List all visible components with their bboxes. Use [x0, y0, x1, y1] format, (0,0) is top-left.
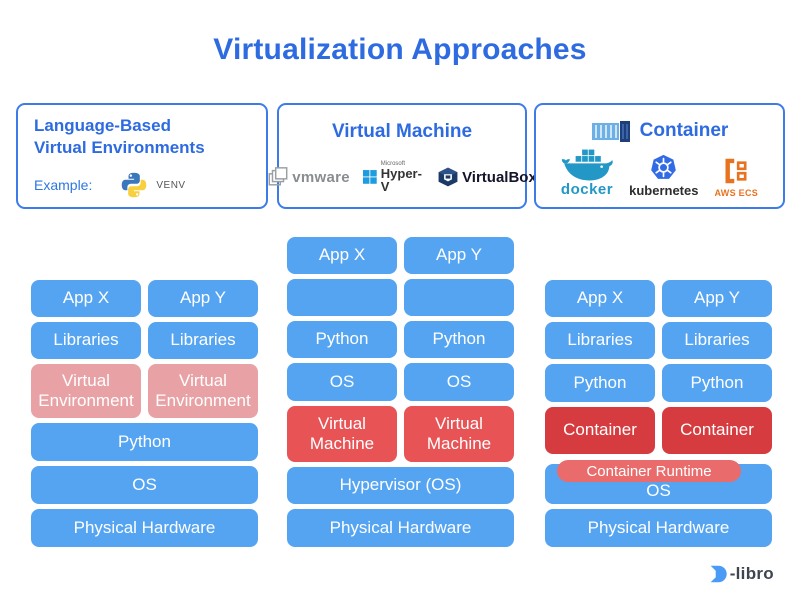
container-stack-box-python-1: Python — [545, 364, 655, 402]
card-language-based-title-line2: Virtual Environments — [34, 137, 205, 157]
docker-logo: docker — [561, 147, 613, 198]
card-language-based-title-line1: Language-Based — [34, 116, 171, 135]
card-language-based: Language-Based Virtual Environments Exam… — [16, 103, 268, 209]
virtualbox-logo: VirtualBox — [437, 166, 537, 188]
kubernetes-logo: kubernetes — [629, 154, 698, 198]
vmware-logo: vmware — [267, 166, 350, 188]
vm-stack-box-virtual-machine-1: Virtual Machine — [287, 406, 397, 462]
container-stack-box-container-2: Container — [662, 407, 772, 454]
hyperv-label: Hyper-V — [380, 166, 422, 194]
container-stack-box-libraries-1: Libraries — [545, 322, 655, 359]
vm-logo-row: vmware Microsoft Hyper-V — [268, 161, 537, 193]
lang-stack-box-appy: App Y — [148, 280, 258, 317]
lang-stack-box-libraries-2: Libraries — [148, 322, 258, 359]
page-title: Virtualization Approaches — [213, 33, 587, 66]
vm-stack-box-empty-2 — [404, 279, 514, 316]
container-runtime-pill: Container Runtime — [557, 460, 741, 482]
lang-stack-box-python: Python — [31, 423, 258, 461]
brand-wordmark: -libro — [729, 564, 774, 583]
shipping-container-icon — [591, 121, 630, 142]
vm-stack-box-empty-1 — [287, 279, 397, 316]
vm-stack-box-hypervisor: Hypervisor (OS) — [287, 467, 514, 504]
container-stack-box-physical-hardware: Physical Hardware — [545, 509, 772, 547]
card-virtual-machine-title: Virtual Machine — [331, 121, 473, 142]
microsoft-label: Microsoft — [380, 161, 406, 167]
lang-stack-box-virtual-environment-1: Virtual Environment — [31, 364, 141, 418]
python-icon — [122, 172, 147, 198]
container-stack-box-libraries-2: Libraries — [662, 322, 772, 359]
card-container: Container docker — [534, 103, 785, 209]
aws-ecs-wordmark: AWS ECS — [714, 188, 759, 198]
lang-stack-box-virtual-environment-2: Virtual Environment — [148, 364, 258, 418]
vm-stack-box-appy: App Y — [404, 237, 514, 274]
container-stack-box-appx: App X — [545, 280, 655, 317]
container-logo-row: docker kubernetes — [536, 147, 783, 198]
hyperv-wordmark: Microsoft Hyper-V — [381, 161, 424, 193]
virtualbox-wordmark: VirtualBox — [462, 168, 537, 186]
lang-stack-box-physical-hardware: Physical Hardware — [31, 509, 258, 547]
container-stack-box-python-2: Python — [662, 364, 772, 402]
vm-stack-box-os-2: OS — [404, 363, 514, 401]
container-stack-box-appy: App Y — [662, 280, 772, 317]
lang-stack-box-appx: App X — [31, 280, 141, 317]
docker-wordmark: docker — [560, 181, 614, 198]
vm-stack-box-physical-hardware: Physical Hardware — [287, 509, 514, 547]
card-container-heading: Container — [536, 119, 783, 143]
windows-icon — [362, 170, 377, 184]
brand-logo: -libro — [707, 563, 774, 585]
card-container-title: Container — [639, 120, 729, 141]
vm-stack-box-virtual-machine-2: Virtual Machine — [404, 406, 514, 462]
lang-stack-box-libraries-1: Libraries — [31, 322, 141, 359]
vm-stack-box-os-1: OS — [287, 363, 397, 401]
vmware-icon — [268, 167, 288, 186]
example-row: Example: VENV — [34, 171, 186, 199]
hyperv-logo: Microsoft Hyper-V — [362, 161, 424, 193]
lang-stack-box-os: OS — [31, 466, 258, 504]
venv-label: VENV — [156, 179, 186, 191]
d-libro-book-icon — [710, 565, 727, 583]
vm-stack-box-python-2: Python — [404, 321, 514, 358]
card-language-based-title: Language-Based Virtual Environments — [34, 115, 205, 159]
kubernetes-wordmark: kubernetes — [629, 183, 699, 198]
example-label: Example: — [34, 177, 93, 193]
aws-ecs-logo: AWS ECS — [714, 157, 758, 198]
kubernetes-icon — [651, 154, 677, 179]
vm-stack-box-appx: App X — [287, 237, 397, 274]
virtualbox-icon — [438, 167, 458, 187]
aws-ecs-icon — [725, 158, 747, 184]
vmware-wordmark: vmware — [292, 168, 350, 186]
container-stack-box-container-1: Container — [545, 407, 655, 454]
card-virtual-machine: Virtual Machine vmware Microsoft — [268, 103, 537, 209]
docker-whale-icon — [561, 149, 613, 181]
vm-stack-box-python-1: Python — [287, 321, 397, 358]
